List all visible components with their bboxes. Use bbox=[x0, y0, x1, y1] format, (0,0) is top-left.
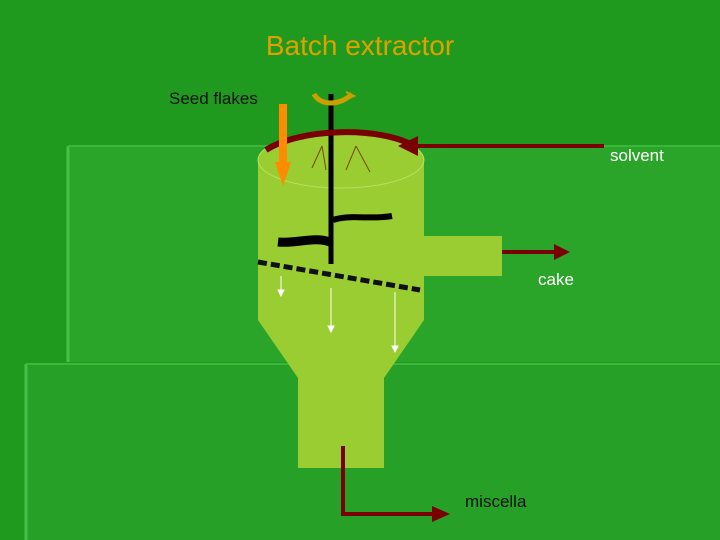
miscella-arrow-icon bbox=[432, 506, 450, 522]
label-solvent: solvent bbox=[610, 146, 664, 165]
label-seed-flakes: Seed flakes bbox=[169, 89, 258, 108]
vessel-cone bbox=[258, 320, 424, 378]
agitator-blade-lower bbox=[277, 235, 332, 247]
agitator-blade-upper bbox=[332, 213, 393, 223]
motor-arrow-icon bbox=[344, 91, 357, 101]
seed-feed-arrow-shaft bbox=[279, 104, 287, 164]
agitator bbox=[277, 91, 393, 264]
miscella-outlet-line bbox=[341, 446, 434, 516]
cake-arrow-icon bbox=[554, 244, 570, 260]
filter-plate bbox=[257, 259, 421, 293]
spray-nozzle-icon bbox=[311, 145, 371, 173]
label-miscella: miscella bbox=[465, 492, 527, 511]
seed-feed-arrowhead-icon bbox=[275, 162, 291, 186]
label-cake: cake bbox=[538, 270, 574, 289]
diagram-title: Batch extractor bbox=[265, 30, 455, 61]
drainage-arrows bbox=[277, 276, 399, 354]
motor-icon bbox=[311, 92, 354, 106]
solvent-arrow-icon bbox=[398, 136, 418, 156]
cake-discharge-port bbox=[424, 236, 502, 276]
